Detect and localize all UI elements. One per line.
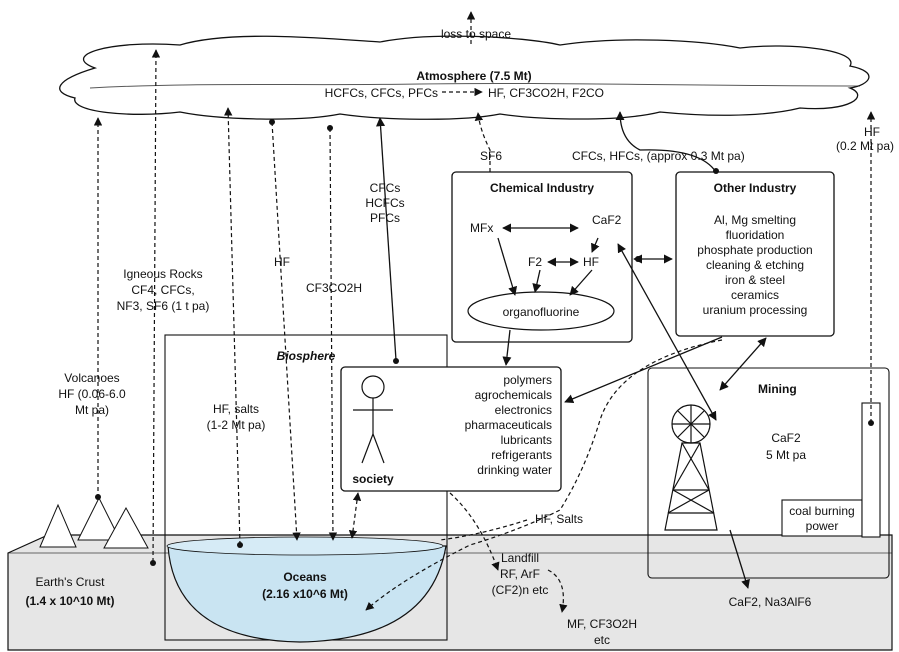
other-industry-list: Al, Mg smelting fluoridation phosphate p… xyxy=(697,213,812,317)
other-industry-item: cleaning & etching xyxy=(706,258,804,272)
landfill-line: (CF2)n etc xyxy=(492,583,549,597)
society-list: polymers agrochemicals electronics pharm… xyxy=(465,373,552,477)
society-label: society xyxy=(352,472,394,486)
cfcs-stack-line: PFCs xyxy=(370,211,400,225)
cf3co2h-label: CF3CO2H xyxy=(306,281,362,295)
coal-line: coal burning xyxy=(789,504,854,518)
society-item: drinking water xyxy=(477,463,552,477)
ocean xyxy=(167,545,447,643)
hf-salts-label: HF, Salts xyxy=(535,512,583,526)
volcano-line: Mt pa) xyxy=(75,403,109,417)
caf2-chem-label: CaF2 xyxy=(592,213,622,227)
hf-chem-label: HF xyxy=(583,255,599,269)
chimney xyxy=(861,402,881,538)
mining-caf2-label: CaF2 xyxy=(771,431,801,445)
person-icon xyxy=(353,375,393,464)
society-item: refrigerants xyxy=(491,448,552,462)
coal-power-label: coal burning power xyxy=(789,504,854,533)
society-item: agrochemicals xyxy=(475,388,552,402)
hf-chimney-rate: (0.2 Mt pa) xyxy=(836,139,894,153)
igneous-rocks-label: Igneous Rocks CF4, CFCs, NF3, SF6 (1 t p… xyxy=(117,267,210,313)
other-industry-item: Al, Mg smelting xyxy=(714,213,796,227)
hf-salts-rate-label: HF, salts (1-2 Mt pa) xyxy=(207,402,266,432)
earth-crust-mass: (1.4 x 10^10 Mt) xyxy=(25,594,114,608)
society-item: polymers xyxy=(503,373,552,387)
mining-rate-label: 5 Mt pa xyxy=(766,448,806,462)
f2-label: F2 xyxy=(528,255,542,269)
volcano-icon xyxy=(39,496,149,549)
mfx-label: MFx xyxy=(470,221,493,235)
mf-line: etc xyxy=(594,633,610,647)
landfill-line: Landfill xyxy=(501,551,539,565)
mining-title: Mining xyxy=(758,382,797,396)
society-box xyxy=(340,366,562,492)
caf2-na3alf6-label: CaF2, Na3AlF6 xyxy=(729,595,812,609)
chemical-industry-title: Chemical Industry xyxy=(490,181,594,195)
cfcs-stack-label: CFCs HCFCs PFCs xyxy=(365,181,404,225)
landfill-label: Landfill RF, ArF (CF2)n etc xyxy=(492,551,549,597)
other-industry-item: phosphate production xyxy=(697,243,812,257)
earth-crust xyxy=(7,534,893,651)
other-industry-item: fluoridation xyxy=(726,228,785,242)
other-industry-title: Other Industry xyxy=(714,181,797,195)
society-item: electronics xyxy=(495,403,552,417)
cfcs-stack-line: HCFCs xyxy=(365,196,404,210)
igneous-line: Igneous Rocks xyxy=(123,267,202,281)
volcano-line: HF (0.06-6.0 xyxy=(58,387,126,401)
coal-power-box xyxy=(781,499,863,537)
mining-tower-icon xyxy=(664,404,718,531)
earth-crust-label: Earth's Crust xyxy=(36,575,106,589)
sf6-label: SF6 xyxy=(480,149,502,163)
society-item: pharmaceuticals xyxy=(465,418,552,432)
loss-to-space-label: loss to space xyxy=(441,27,511,41)
organofluorine-label: organofluorine xyxy=(503,305,580,319)
igneous-line: CF4, CFCs, xyxy=(131,283,194,297)
atmosphere-cloud xyxy=(59,35,870,120)
mining-box xyxy=(647,367,890,579)
atmosphere-products: HF, CF3CO2H, F2CO xyxy=(488,86,604,100)
igneous-line: NF3, SF6 (1 t pa) xyxy=(117,299,210,313)
cfcs-stack-line: CFCs xyxy=(370,181,401,195)
biosphere-title: Biosphere xyxy=(277,349,336,363)
oceans-mass: (2.16 x10^6 Mt) xyxy=(262,587,348,601)
mf-cf3-label: MF, CF3O2H etc xyxy=(567,617,637,647)
cfcs-hfcs-label: CFCs, HFCs, (approx 0.3 Mt pa) xyxy=(572,149,745,163)
hf-down-label: HF xyxy=(274,255,290,269)
mf-line: MF, CF3O2H xyxy=(567,617,637,631)
hf-chimney-label: HF xyxy=(864,125,880,139)
hf-salts-line: HF, salts xyxy=(213,402,259,416)
landfill-line: RF, ArF xyxy=(500,567,540,581)
oceans-label: Oceans xyxy=(283,570,327,584)
coal-line: power xyxy=(806,519,839,533)
atmosphere-reactants: HCFCs, CFCs, PFCs xyxy=(325,86,438,100)
other-industry-item: uranium processing xyxy=(703,303,808,317)
volcano-line: Volcanoes xyxy=(64,371,119,385)
volcanoes-label: Volcanoes HF (0.06-6.0 Mt pa) xyxy=(58,371,126,417)
hf-salts-line: (1-2 Mt pa) xyxy=(207,418,266,432)
other-industry-item: ceramics xyxy=(731,288,779,302)
atmosphere-title: Atmosphere (7.5 Mt) xyxy=(416,69,531,83)
other-industry-item: iron & steel xyxy=(725,273,785,287)
society-item: lubricants xyxy=(501,433,552,447)
